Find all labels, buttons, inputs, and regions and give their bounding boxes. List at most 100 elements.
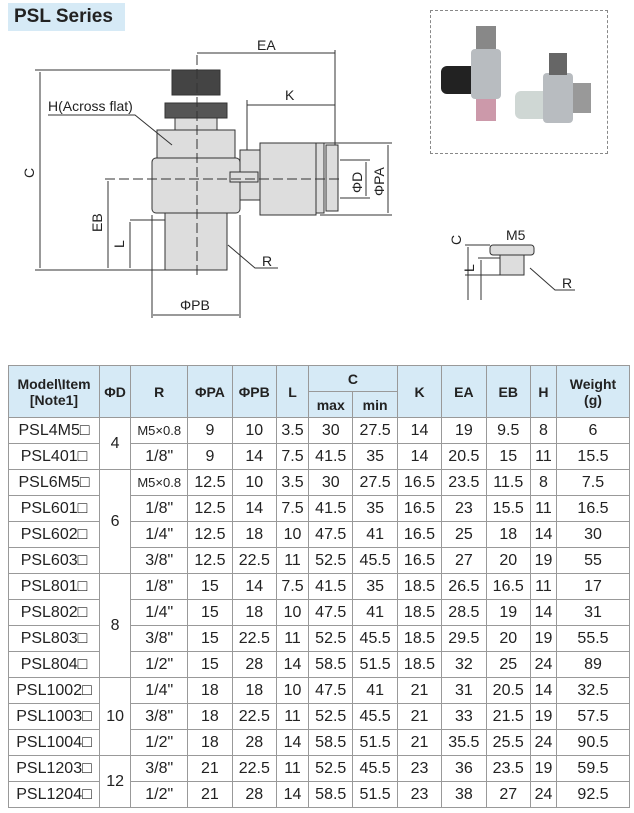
cell-eb: 19 <box>485 599 531 626</box>
cell-pa: 12.5 <box>187 547 233 574</box>
cell-c-min: 45.5 <box>352 703 398 730</box>
m5-c-label: C <box>448 235 464 245</box>
m5-r-label: R <box>562 275 572 291</box>
cell-model: PSL602□ <box>8 521 100 548</box>
cell-h: 19 <box>529 547 558 574</box>
cell-h: 14 <box>529 599 558 626</box>
cell-pb: 22.5 <box>231 547 277 574</box>
cell-pb: 14 <box>231 495 277 522</box>
cell-r: 1/8" <box>130 443 189 470</box>
cell-c-min: 41 <box>352 521 398 548</box>
cell-c-min: 51.5 <box>352 651 398 678</box>
cell-r: 1/8" <box>130 495 189 522</box>
cell-k: 23 <box>396 755 443 782</box>
cell-model: PSL1002□ <box>8 677 100 704</box>
cell-r: 1/4" <box>130 677 189 704</box>
cell-model: PSL4M5□ <box>8 417 100 444</box>
cell-k: 21 <box>396 729 443 756</box>
cell-weight: 89 <box>556 651 630 678</box>
cell-l: 11 <box>275 755 310 782</box>
cell-c-max: 30 <box>308 469 354 496</box>
h-label: H(Across flat) <box>48 98 133 114</box>
header-pb: ΦPB <box>231 365 277 418</box>
cell-k: 21 <box>396 677 443 704</box>
eb-label: EB <box>89 213 105 232</box>
cell-eb: 25.5 <box>485 729 531 756</box>
cell-l: 14 <box>275 651 310 678</box>
cell-ea: 27 <box>441 547 487 574</box>
cell-weight: 90.5 <box>556 729 630 756</box>
cell-weight: 32.5 <box>556 677 630 704</box>
cell-l: 7.5 <box>275 443 310 470</box>
cell-model: PSL801□ <box>8 573 100 600</box>
l-label: L <box>111 240 127 248</box>
cell-c-min: 35 <box>352 495 398 522</box>
cell-k: 18.5 <box>396 599 443 626</box>
cell-c-min: 51.5 <box>352 781 398 808</box>
cell-weight: 55.5 <box>556 625 630 652</box>
cell-c-max: 52.5 <box>308 625 354 652</box>
cell-ea: 23 <box>441 495 487 522</box>
cell-h: 11 <box>529 573 558 600</box>
cell-c-max: 58.5 <box>308 781 354 808</box>
cell-c-min: 45.5 <box>352 755 398 782</box>
header-weight-unit: (g) <box>584 391 602 408</box>
header-pa: ΦPA <box>187 365 233 418</box>
cell-weight: 15.5 <box>556 443 630 470</box>
fitting-photo-illustration <box>441 26 591 123</box>
cell-pb: 18 <box>231 521 277 548</box>
cell-eb: 11.5 <box>485 469 531 496</box>
cell-h: 8 <box>529 417 558 444</box>
cell-ea: 35.5 <box>441 729 487 756</box>
cell-weight: 17 <box>556 573 630 600</box>
cell-k: 16.5 <box>396 547 443 574</box>
k-label: K <box>285 87 295 103</box>
cell-eb: 25 <box>485 651 531 678</box>
cell-l: 11 <box>275 625 310 652</box>
cell-k: 16.5 <box>396 469 443 496</box>
cell-k: 14 <box>396 443 443 470</box>
cell-k: 18.5 <box>396 573 443 600</box>
header-model: Model\Item[Note1] <box>8 365 100 418</box>
cell-c-max: 52.5 <box>308 703 354 730</box>
cell-weight: 6 <box>556 417 630 444</box>
cell-pb: 28 <box>231 781 277 808</box>
cell-k: 23 <box>396 781 443 808</box>
cell-c-min: 27.5 <box>352 469 398 496</box>
cell-model: PSL1204□ <box>8 781 100 808</box>
cell-weight: 7.5 <box>556 469 630 496</box>
cell-ea: 31 <box>441 677 487 704</box>
cell-c-max: 47.5 <box>308 521 354 548</box>
cell-pb: 22.5 <box>231 703 277 730</box>
cell-c-min: 41 <box>352 677 398 704</box>
cell-pa: 18 <box>187 677 233 704</box>
cell-model: PSL1003□ <box>8 703 100 730</box>
cell-h: 11 <box>529 443 558 470</box>
cell-pb: 18 <box>231 677 277 704</box>
cell-pb: 22.5 <box>231 625 277 652</box>
cell-ea: 26.5 <box>441 573 487 600</box>
cell-r: M5×0.8 <box>130 469 189 496</box>
header-weight-label: Weight <box>569 375 617 392</box>
header-c-max: max <box>308 391 354 418</box>
cell-l: 10 <box>275 599 310 626</box>
cell-r: 1/2" <box>130 729 189 756</box>
cell-ea: 19 <box>441 417 487 444</box>
cell-eb: 9.5 <box>485 417 531 444</box>
cell-h: 8 <box>529 469 558 496</box>
cell-pa: 18 <box>187 729 233 756</box>
cell-k: 14 <box>396 417 443 444</box>
cell-l: 14 <box>275 729 310 756</box>
cell-model: PSL1203□ <box>8 755 100 782</box>
cell-pb: 10 <box>231 469 277 496</box>
header-ea: EA <box>441 365 487 418</box>
cell-eb: 15 <box>485 443 531 470</box>
cell-ea: 33 <box>441 703 487 730</box>
m5-label: M5 <box>506 227 526 243</box>
